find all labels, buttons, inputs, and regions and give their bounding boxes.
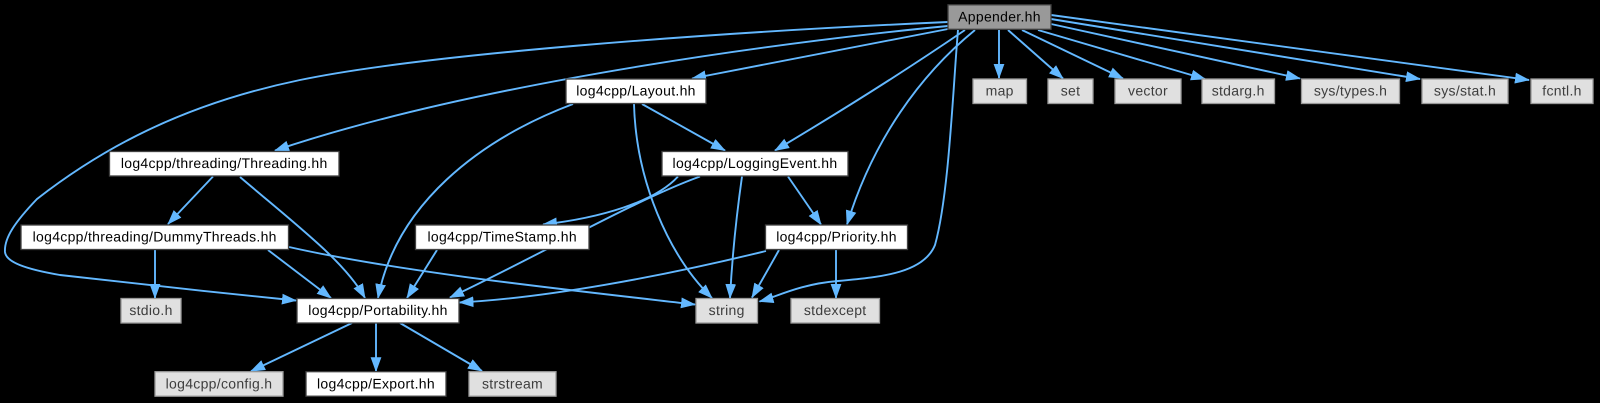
svg-text:vector: vector xyxy=(1128,83,1168,99)
svg-text:fcntl.h: fcntl.h xyxy=(1542,83,1581,99)
svg-text:stdexcept: stdexcept xyxy=(804,302,867,318)
svg-text:stdarg.h: stdarg.h xyxy=(1212,83,1265,99)
svg-text:strstream: strstream xyxy=(482,375,543,391)
svg-text:sys/types.h: sys/types.h xyxy=(1314,83,1387,99)
svg-text:log4cpp/threading/DummyThreads: log4cpp/threading/DummyThreads.hh xyxy=(33,229,277,245)
svg-text:log4cpp/threading/Threading.hh: log4cpp/threading/Threading.hh xyxy=(121,155,328,171)
svg-text:log4cpp/Export.hh: log4cpp/Export.hh xyxy=(317,375,435,391)
svg-text:log4cpp/Layout.hh: log4cpp/Layout.hh xyxy=(576,83,696,99)
svg-text:stdio.h: stdio.h xyxy=(129,302,172,318)
svg-text:log4cpp/Priority.hh: log4cpp/Priority.hh xyxy=(776,229,897,245)
svg-text:map: map xyxy=(986,83,1014,99)
svg-text:log4cpp/config.h: log4cpp/config.h xyxy=(166,375,273,391)
svg-text:log4cpp/TimeStamp.hh: log4cpp/TimeStamp.hh xyxy=(427,229,576,245)
svg-text:sys/stat.h: sys/stat.h xyxy=(1434,83,1496,99)
svg-text:Appender.hh: Appender.hh xyxy=(958,9,1041,25)
svg-text:set: set xyxy=(1061,83,1081,99)
svg-text:log4cpp/Portability.hh: log4cpp/Portability.hh xyxy=(308,302,447,318)
svg-text:string: string xyxy=(709,302,745,318)
svg-text:log4cpp/LoggingEvent.hh: log4cpp/LoggingEvent.hh xyxy=(673,155,838,171)
